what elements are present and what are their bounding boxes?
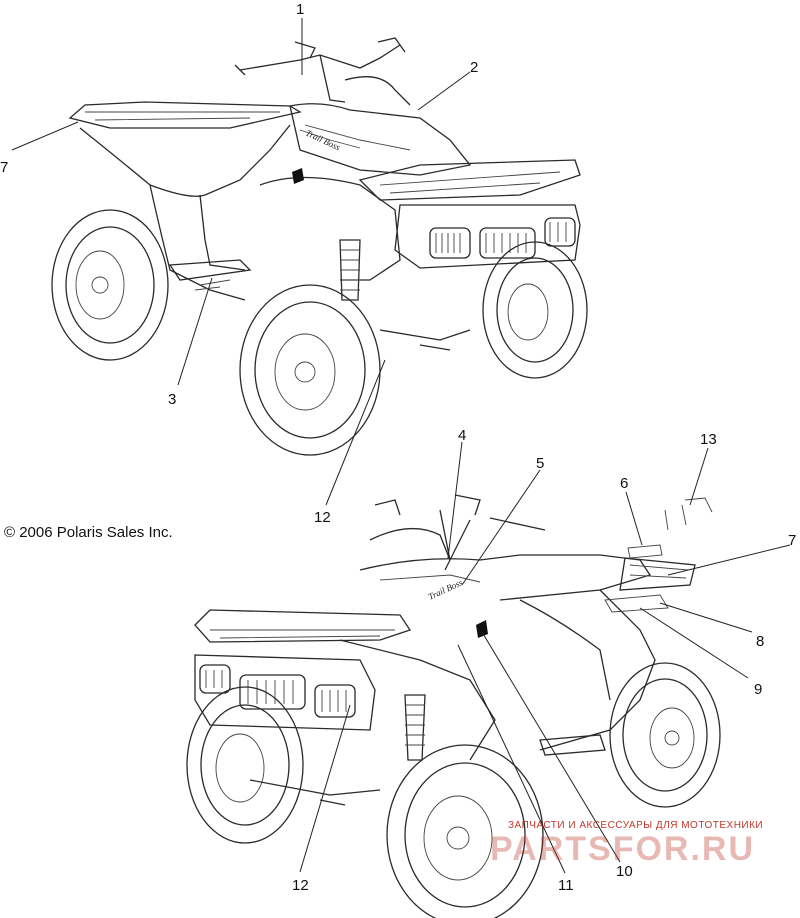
leader-lines xyxy=(11,18,791,874)
svg-text:Trail Boss: Trail Boss xyxy=(427,577,465,602)
callout-7-top: 7 xyxy=(0,159,8,176)
callout-6: 6 xyxy=(620,475,628,492)
callout-12-bottom: 12 xyxy=(292,877,309,894)
callout-3: 3 xyxy=(168,391,176,408)
callout-11: 11 xyxy=(558,877,574,894)
atv-top-illustration: Trail Boss xyxy=(51,37,588,456)
copyright-notice: © 2006 Polaris Sales Inc. xyxy=(4,524,173,541)
callout-2: 2 xyxy=(470,59,478,76)
callout-8: 8 xyxy=(756,633,764,650)
callout-9: 9 xyxy=(754,681,762,698)
callout-4: 4 xyxy=(458,427,466,444)
watermark-tagline: ЗАПЧАСТИ И АКСЕССУАРЫ ДЛЯ МОТОТЕХНИКИ xyxy=(508,820,764,831)
callout-5: 5 xyxy=(536,455,544,472)
watermark-brand: PARTSFOR.RU xyxy=(490,830,756,868)
callout-12-top: 12 xyxy=(314,509,331,526)
callout-7-bottom: 7 xyxy=(788,532,796,549)
callout-labels: 1 2 7 3 12 4 5 6 13 7 8 9 10 11 12 xyxy=(0,1,796,894)
callout-1: 1 xyxy=(296,1,304,18)
svg-text:Trail Boss: Trail Boss xyxy=(304,128,342,153)
callout-13: 13 xyxy=(700,431,717,448)
callout-10: 10 xyxy=(616,863,633,880)
